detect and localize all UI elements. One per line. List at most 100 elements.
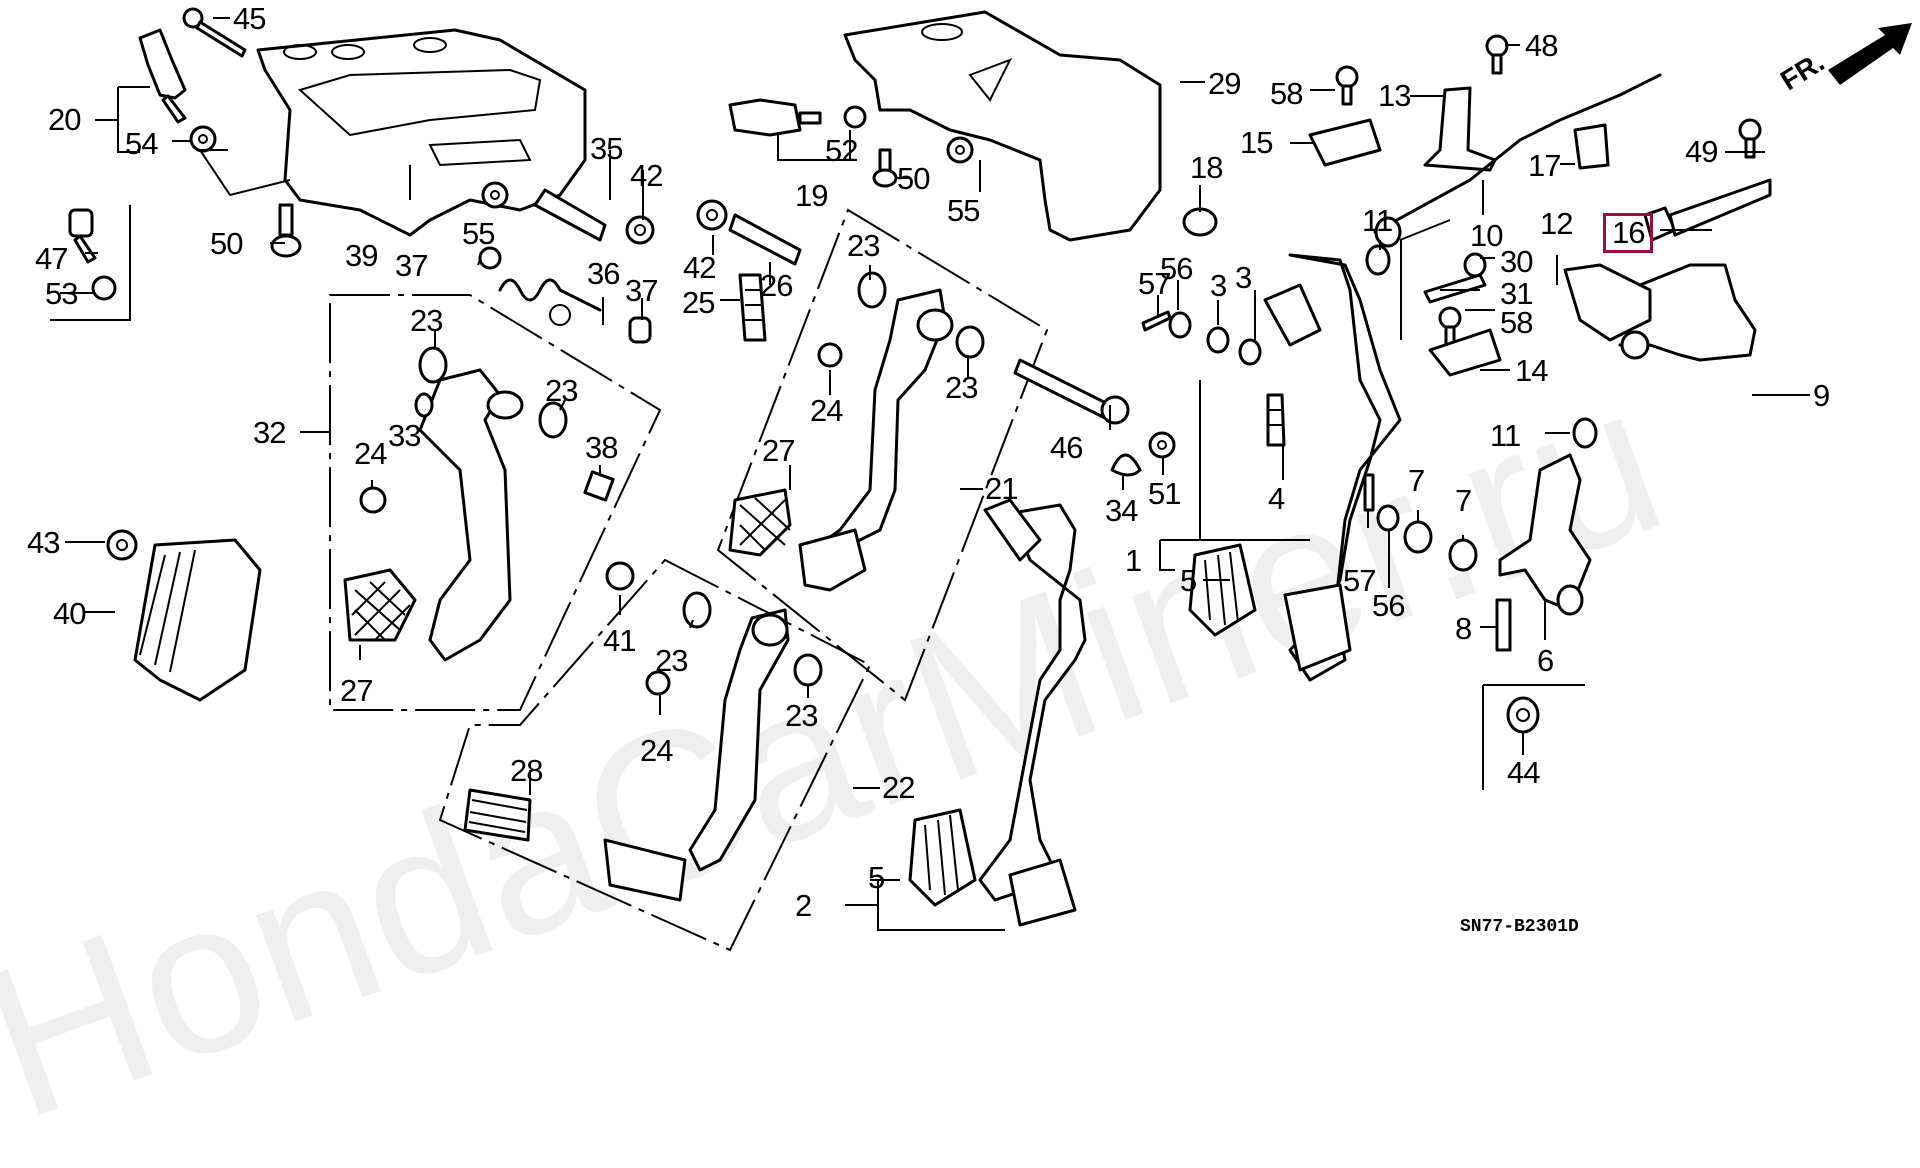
bushing-23[interactable]: [538, 401, 568, 439]
stopper-24[interactable]: [817, 342, 843, 368]
grommet-44[interactable]: [1506, 696, 1540, 734]
callout-14[interactable]: 14: [1515, 353, 1548, 388]
bolt-49[interactable]: [1738, 118, 1762, 159]
bushing-23[interactable]: [955, 325, 985, 359]
callout-50[interactable]: 50: [897, 161, 930, 196]
accelerator-pedal-2[interactable]: [978, 498, 1087, 927]
callout-42[interactable]: 42: [630, 158, 663, 193]
callout-53[interactable]: 53: [45, 276, 78, 311]
callout-43[interactable]: 43: [27, 525, 60, 560]
callout-29[interactable]: 29: [1208, 66, 1241, 101]
clamp-15[interactable]: [1308, 118, 1382, 167]
clamp-17[interactable]: [1573, 123, 1610, 170]
callout-17[interactable]: 17: [1528, 148, 1561, 183]
callout-42[interactable]: 42: [683, 250, 716, 285]
callout-2[interactable]: 2: [795, 888, 812, 923]
washer-56[interactable]: [1376, 504, 1400, 532]
callout-57[interactable]: 57: [1138, 266, 1171, 301]
pedal-bracket-39[interactable]: [256, 28, 587, 237]
stopper-24[interactable]: [645, 670, 671, 696]
callout-20[interactable]: 20: [48, 102, 81, 137]
nut-53[interactable]: [91, 275, 117, 301]
callout-35[interactable]: 35: [590, 131, 623, 166]
callout-52[interactable]: 52: [825, 133, 858, 168]
spring-36[interactable]: [498, 278, 602, 326]
callout-36[interactable]: 36: [587, 256, 620, 291]
callout-31[interactable]: 31: [1500, 276, 1533, 311]
callout-28[interactable]: 28: [510, 753, 543, 788]
callout-6[interactable]: 6: [1537, 643, 1554, 678]
nut-51[interactable]: [1148, 431, 1176, 459]
bolt-48[interactable]: [1485, 34, 1509, 75]
pedal-pad-5[interactable]: [1188, 543, 1257, 637]
callout-54[interactable]: 54: [125, 126, 158, 161]
callout-7[interactable]: 7: [1455, 483, 1472, 518]
callout-11[interactable]: 11: [1490, 418, 1521, 453]
pedal-pad-5[interactable]: [908, 808, 977, 907]
washer-3[interactable]: [1206, 326, 1230, 354]
pedal-pad-27[interactable]: [728, 488, 792, 557]
pedal-pad-27[interactable]: [343, 568, 417, 642]
callout-49[interactable]: 49: [1685, 134, 1718, 169]
callout-24[interactable]: 24: [810, 393, 843, 428]
callout-44[interactable]: 44: [1507, 755, 1540, 790]
callout-30[interactable]: 30: [1500, 244, 1533, 279]
bushing-23[interactable]: [418, 346, 448, 384]
pedal-bracket-29[interactable]: [843, 10, 1162, 242]
bolt-31[interactable]: [1423, 273, 1487, 304]
bracket-12[interactable]: [1563, 263, 1652, 342]
nut-42[interactable]: [696, 199, 728, 231]
callout-24[interactable]: 24: [354, 436, 387, 471]
callout-9[interactable]: 9: [1813, 378, 1830, 413]
callout-18[interactable]: 18: [1190, 150, 1223, 185]
callout-51[interactable]: 51: [1148, 476, 1181, 511]
callout-40[interactable]: 40: [53, 596, 86, 631]
nut-42[interactable]: [625, 215, 655, 245]
bracket-14[interactable]: [1428, 328, 1502, 377]
callout-23[interactable]: 23: [545, 373, 578, 408]
throttle-cable-10[interactable]: [1373, 73, 1662, 248]
callout-24[interactable]: 24: [640, 733, 673, 768]
callout-7[interactable]: 7: [1408, 463, 1425, 498]
spring-8[interactable]: [1495, 598, 1512, 652]
spring-25[interactable]: [738, 273, 767, 342]
pin-26[interactable]: [728, 213, 802, 266]
callout-56[interactable]: 56: [1372, 588, 1405, 623]
stopper-24[interactable]: [359, 486, 387, 514]
callout-37[interactable]: 37: [395, 248, 428, 283]
spring-4[interactable]: [1266, 393, 1286, 447]
callout-4[interactable]: 4: [1268, 481, 1285, 516]
collar-37[interactable]: [478, 246, 502, 270]
callout-5[interactable]: 5: [1180, 563, 1197, 598]
clip-38[interactable]: [583, 470, 615, 502]
callout-55[interactable]: 55: [462, 216, 495, 251]
bolt-58[interactable]: [1335, 65, 1359, 106]
callout-32[interactable]: 32: [253, 415, 286, 450]
bolt-50[interactable]: [872, 148, 898, 188]
pedal-cover-40[interactable]: [133, 538, 262, 702]
bolt-45[interactable]: [182, 7, 247, 58]
callout-38[interactable]: 38: [585, 430, 618, 465]
bolt-50[interactable]: [270, 203, 302, 258]
callout-23[interactable]: 23: [410, 303, 443, 338]
stopper-34[interactable]: [1110, 453, 1142, 477]
callout-39[interactable]: 39: [345, 238, 378, 273]
accelerator-pedal-1[interactable]: [1263, 253, 1402, 682]
cotter-pin-57[interactable]: [1141, 310, 1172, 332]
callout-11[interactable]: 11: [1362, 203, 1393, 238]
callout-1[interactable]: 1: [1125, 543, 1142, 578]
nut-43[interactable]: [106, 529, 138, 561]
bracket-13[interactable]: [1423, 86, 1497, 172]
stop-switch-19[interactable]: [728, 98, 822, 137]
bushing-7[interactable]: [1448, 538, 1478, 572]
collar-33[interactable]: [414, 392, 434, 418]
pin-35[interactable]: [533, 188, 607, 242]
callout-19[interactable]: 19: [795, 178, 828, 213]
clip-18[interactable]: [1182, 207, 1218, 237]
bolt-47[interactable]: [68, 208, 97, 264]
callout-15[interactable]: 15: [1240, 125, 1273, 160]
callout-26[interactable]: 26: [760, 268, 793, 303]
nut-55[interactable]: [946, 136, 974, 164]
bushing-7[interactable]: [1403, 520, 1433, 554]
switch-20[interactable]: [138, 28, 187, 124]
